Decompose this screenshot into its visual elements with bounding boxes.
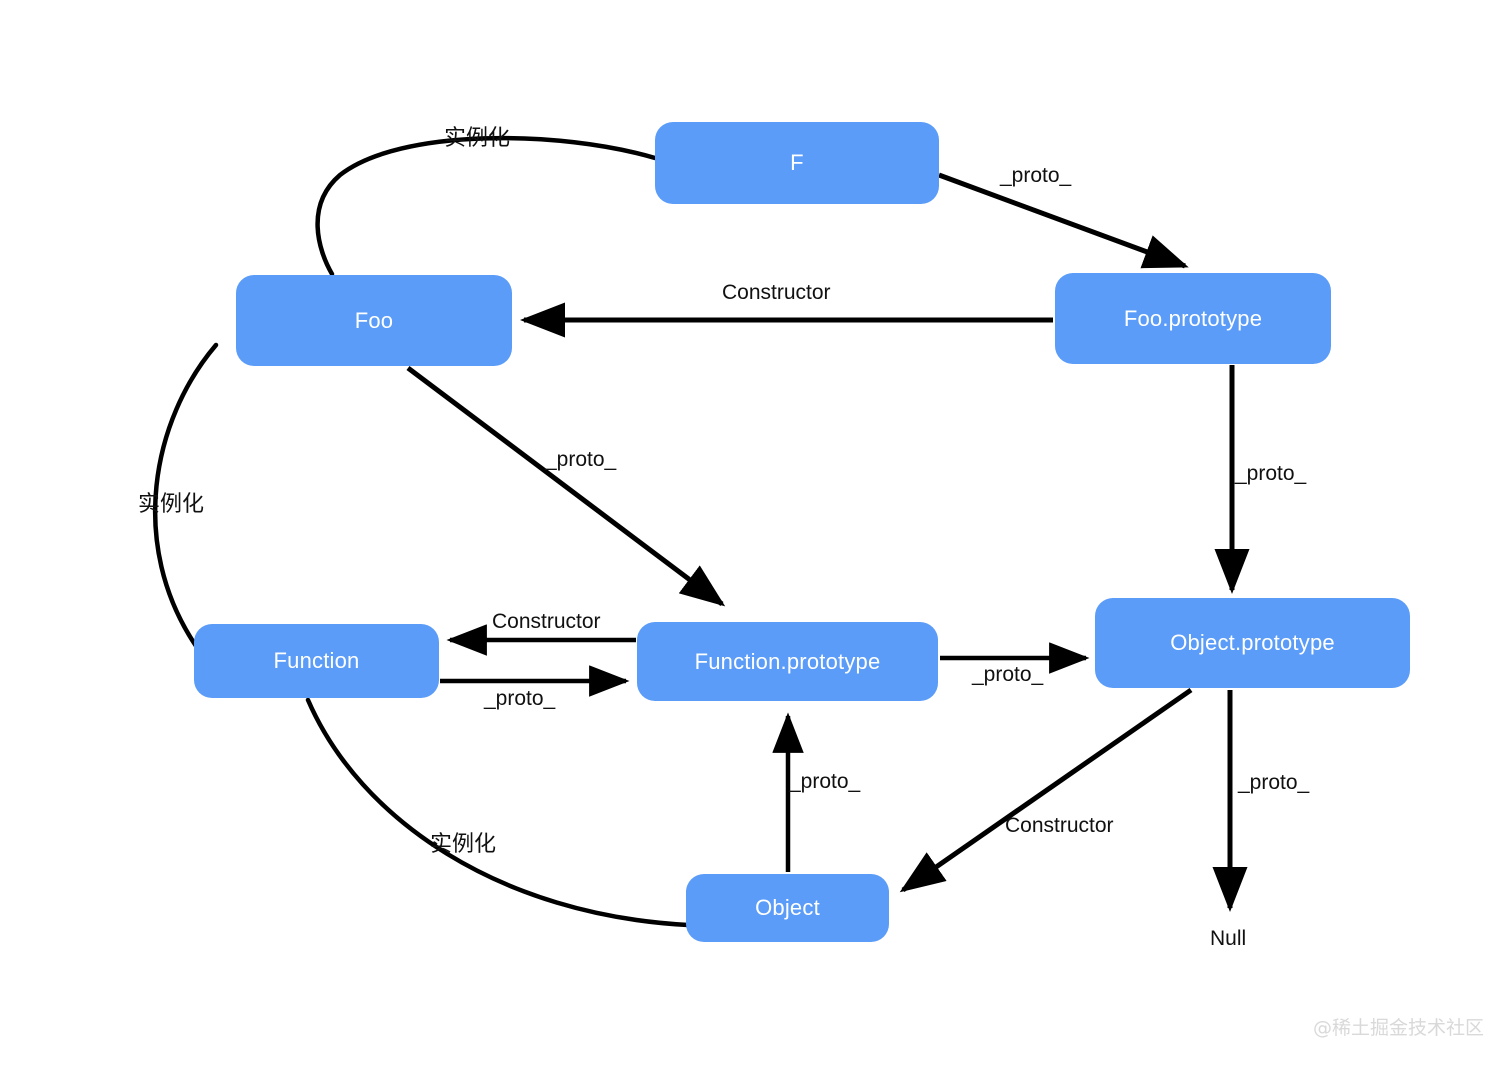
edge-function-to-object: [305, 697, 691, 928]
edge-foo-to-functionprototype: [406, 366, 726, 607]
edge-label-fooprototype-to-foo: Constructor: [722, 281, 831, 304]
edge-label-f-to-fooprototype: _proto_: [1000, 164, 1072, 187]
terminal-null: Null: [1210, 927, 1247, 950]
edge-objectprototype-to-object: [899, 687, 1193, 893]
edge-label-function-to-functionprototype: _proto_: [484, 687, 556, 710]
edge-label-objectprototype-to-null: _proto_: [1238, 771, 1310, 794]
edge-label-functionprototype-to-objectprototype: _proto_: [972, 663, 1044, 686]
node-foo[interactable]: Foo: [236, 275, 512, 366]
node-object-prototype[interactable]: Object.prototype: [1095, 598, 1410, 688]
node-function-prototype-label: Function.prototype: [694, 648, 881, 674]
edge-label-foo-to-function: 实例化: [138, 492, 205, 517]
edge-label-fooprototype-to-objectprototype: _proto_: [1235, 462, 1307, 485]
edge-f-to-fooprototype: [938, 172, 1189, 269]
node-f-label: F: [790, 150, 804, 175]
node-function-prototype[interactable]: Function.prototype: [637, 622, 938, 701]
edge-label-objectprototype-to-object: Constructor: [1005, 814, 1114, 837]
node-object[interactable]: Object: [686, 874, 889, 942]
node-object-label: Object: [755, 895, 820, 920]
node-object-prototype-label: Object.prototype: [1170, 630, 1335, 655]
edge-label-function-to-object: 实例化: [430, 832, 497, 857]
node-function-label: Function: [273, 648, 360, 673]
node-foo-label: Foo: [354, 307, 394, 333]
watermark: @稀土掘金技术社区: [1312, 1017, 1484, 1039]
edge-f-to-foo: [315, 135, 658, 277]
node-f[interactable]: F: [655, 122, 939, 204]
node-foo-prototype-label: Foo.prototype: [1123, 305, 1263, 331]
edge-foo-to-function: [152, 342, 219, 649]
node-foo-prototype[interactable]: Foo.prototype: [1055, 273, 1331, 364]
edge-label-f-to-foo: 实例化: [444, 126, 511, 151]
edge-label-object-to-functionprototype: _proto_: [789, 770, 861, 793]
edge-label-functionprototype-to-function: Constructor: [492, 610, 601, 633]
edge-label-foo-to-functionprototype: _proto_: [545, 448, 617, 471]
node-function[interactable]: Function: [194, 624, 439, 698]
